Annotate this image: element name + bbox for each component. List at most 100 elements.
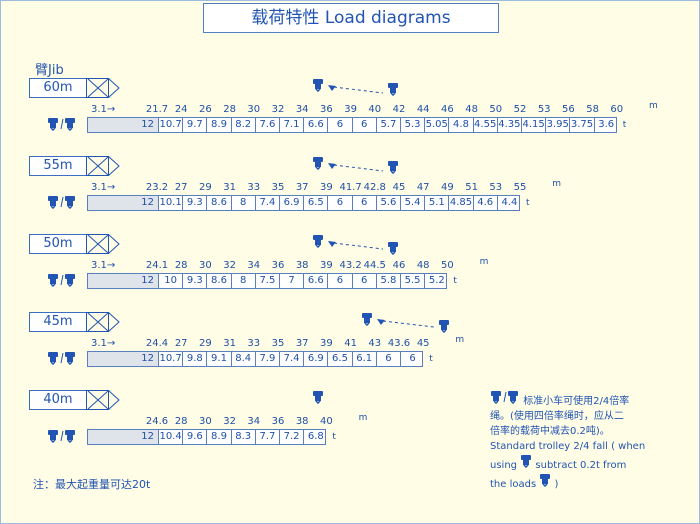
distance-unit: m xyxy=(358,413,368,423)
load-value: 9.3 xyxy=(182,274,206,288)
distance-label: 29 xyxy=(199,338,212,349)
trolley-2fall-icon xyxy=(312,155,324,174)
distance-label: 48 xyxy=(465,104,478,115)
distance-start: 3.1→ xyxy=(91,182,116,193)
trolley-icon xyxy=(312,389,324,408)
distance-label: 47 xyxy=(416,182,430,193)
distance-label: 45 xyxy=(392,182,406,193)
diagram-title: 载荷特性 Load diagrams xyxy=(203,3,499,33)
load-value: 5.3 xyxy=(400,118,424,132)
trolley-4fall-icon xyxy=(438,318,450,337)
trolley-icon xyxy=(520,455,532,471)
distance-label: 44 xyxy=(416,104,430,115)
distance-label: 32 xyxy=(223,260,236,271)
distance-label: 35 xyxy=(271,338,285,349)
distance-label: 43.6 xyxy=(387,338,411,349)
load-value: 10.7 xyxy=(158,118,182,132)
distance-label: 21.7 xyxy=(145,104,169,115)
distance-label: 35 xyxy=(271,182,285,193)
load-value: 6.6 xyxy=(303,274,327,288)
load-value: 6.8 xyxy=(303,430,327,444)
trolley-pair-icon xyxy=(47,350,77,369)
distance-label: 43.2 xyxy=(339,260,362,271)
distance-label: 45 xyxy=(416,338,430,349)
distance-start: 3.1→ xyxy=(91,104,116,115)
load-value: 6.9 xyxy=(279,196,303,210)
distance-start: 3.1→ xyxy=(91,338,116,349)
load-value: 10 xyxy=(158,274,182,288)
distance-label: 24 xyxy=(174,104,188,115)
load-value: 6 xyxy=(351,274,376,288)
distance-label: 36 xyxy=(320,104,333,115)
distance-label: 24.1 xyxy=(145,260,169,271)
distance-label: 29 xyxy=(199,182,212,193)
distance-label: 51 xyxy=(465,182,478,193)
load-value: 8 xyxy=(230,274,255,288)
distance-unit: m xyxy=(552,179,561,189)
load-value: 8.3 xyxy=(230,430,255,444)
load-value: 10.1 xyxy=(158,196,182,210)
load-value: 4.55 xyxy=(472,118,497,132)
distance-label: 24.6 xyxy=(145,416,169,427)
distance-label: 28 xyxy=(223,104,236,115)
legend-cn-line-1: 标准小车可使用2/4倍率 xyxy=(490,390,672,409)
load-value: 8.4 xyxy=(230,352,255,366)
load-value: 6 xyxy=(351,196,376,210)
jib-length-label: 50m xyxy=(29,234,87,254)
load-value: 7.4 xyxy=(254,196,279,210)
distance-label: 34 xyxy=(295,104,309,115)
load-value: 5.5 xyxy=(400,274,424,288)
load-value: 6 xyxy=(400,352,424,366)
load-value: 7.9 xyxy=(254,352,279,366)
load-value: 5.8 xyxy=(375,274,400,288)
distance-label: 26 xyxy=(199,104,212,115)
distance-unit: m xyxy=(455,335,465,345)
load-value: 6.5 xyxy=(327,352,351,366)
distance-label: 40 xyxy=(320,416,333,427)
legend-cn-line-3: 倍率的载荷中减去0.2吨)。 xyxy=(490,426,610,437)
load-value: 3.95 xyxy=(545,118,569,132)
distance-label: 30 xyxy=(247,104,261,115)
load-value: 4.35 xyxy=(496,118,521,132)
load-value: 6.9 xyxy=(303,352,327,366)
jib-pointer-icon xyxy=(86,234,120,258)
load-value: 4.8 xyxy=(448,118,472,132)
trolley-pair-icon xyxy=(47,116,77,135)
distance-label: 42.8 xyxy=(363,182,386,193)
load-value: 5.05 xyxy=(424,118,448,132)
legend-cn-line-2: 绳。(使用四倍率绳时，应从二 xyxy=(490,411,624,422)
load-value: 7 xyxy=(279,274,303,288)
distance-label: 28 xyxy=(174,416,188,427)
jib-pointer-icon xyxy=(86,156,120,180)
jib-pointer-icon xyxy=(86,312,120,336)
distance-label: 39 xyxy=(344,104,357,115)
load-value: 5.6 xyxy=(375,196,400,210)
load-value: 4.15 xyxy=(521,118,545,132)
distance-label: 34 xyxy=(247,260,261,271)
distance-label: 24.4 xyxy=(145,338,169,349)
load-value: 9.7 xyxy=(182,118,206,132)
load-value: 7.4 xyxy=(279,352,303,366)
load-unit: t xyxy=(526,198,530,208)
load-value: 4.6 xyxy=(472,196,497,210)
load-value: 7.5 xyxy=(254,274,279,288)
dashed-arrow-icon xyxy=(326,236,385,255)
load-value: 7.7 xyxy=(254,430,279,444)
distance-label: 44.5 xyxy=(363,260,386,271)
load-value: 5.7 xyxy=(375,118,400,132)
distance-label: 37 xyxy=(295,338,309,349)
max-load-note: 注：最大起重量可达20t xyxy=(33,478,151,491)
load-value: 4.4 xyxy=(496,196,521,210)
dashed-arrow-icon xyxy=(326,158,385,177)
load-value: 8 xyxy=(230,196,255,210)
trolley-4fall-icon xyxy=(387,81,399,100)
load-unit: t xyxy=(429,354,433,364)
distance-label: 23.2 xyxy=(145,182,169,193)
trolley-pair-icon xyxy=(47,272,77,291)
distance-label: 49 xyxy=(441,182,454,193)
load-unit: t xyxy=(332,432,336,442)
